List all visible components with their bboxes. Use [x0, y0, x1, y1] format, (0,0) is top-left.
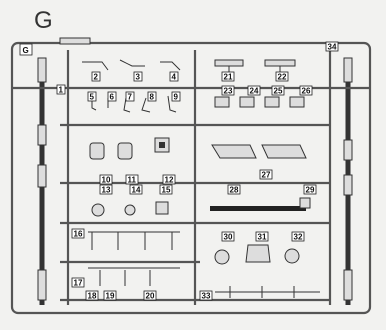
part-number-12: 12	[165, 176, 174, 185]
part-number-29: 29	[306, 186, 315, 195]
part-number-3: 3	[136, 73, 141, 82]
part-label-box	[133, 71, 143, 82]
parts-2-4	[82, 59, 181, 71]
part-label-box	[125, 91, 135, 102]
part-label-box	[56, 84, 66, 95]
part-number-30: 30	[224, 233, 233, 242]
part-label-box	[227, 184, 241, 195]
outer-frame	[10, 41, 372, 315]
part-label-box	[87, 91, 97, 102]
part-number-6: 6	[110, 93, 115, 102]
part-number-10: 10	[102, 176, 111, 185]
part-label-box	[275, 71, 289, 82]
parts-23-26	[214, 96, 305, 108]
part-label-box	[291, 231, 305, 242]
part-label-box	[271, 85, 285, 96]
part-label-box	[99, 184, 113, 195]
part-number-13: 13	[102, 186, 111, 195]
part-number-28: 28	[230, 186, 239, 195]
part-label-box	[71, 228, 85, 239]
part-label-box	[91, 71, 101, 82]
part-number-34: 34	[328, 43, 337, 52]
part-number-16: 16	[74, 230, 83, 239]
part-number-25: 25	[274, 87, 283, 96]
part-number-21: 21	[224, 73, 233, 82]
inner-runners	[12, 50, 370, 305]
part-label-box	[103, 290, 117, 301]
right-long-part	[343, 57, 353, 305]
part-label-box	[255, 231, 269, 242]
part-number-23: 23	[224, 87, 233, 96]
part-label-box	[85, 290, 99, 301]
part-label-box	[125, 174, 139, 185]
part-label-box	[325, 41, 339, 52]
part-label-box	[147, 91, 157, 102]
part-label-box	[129, 184, 143, 195]
part-label-box	[71, 277, 85, 288]
part-number-33: 33	[202, 292, 211, 301]
part-label-box	[162, 174, 176, 185]
frame-top-lug	[59, 37, 91, 45]
frame-tag-box	[19, 43, 33, 56]
part-number-14: 14	[132, 186, 141, 195]
part-label-box	[143, 290, 157, 301]
part-number-4: 4	[172, 73, 177, 82]
part-label-box	[303, 184, 317, 195]
part-number-2: 2	[94, 73, 99, 82]
part-33	[215, 286, 320, 298]
part-label-box	[99, 174, 113, 185]
part-number-7: 7	[128, 93, 133, 102]
part-number-32: 32	[294, 233, 303, 242]
part-number-5: 5	[90, 93, 95, 102]
part-label-box	[159, 184, 173, 195]
part-label-box	[221, 71, 235, 82]
part-number-24: 24	[250, 87, 259, 96]
part-16	[88, 231, 180, 250]
part-number-18: 18	[88, 292, 97, 301]
part-number-19: 19	[106, 292, 115, 301]
part-number-17: 17	[74, 279, 83, 288]
part-label-box	[259, 169, 273, 180]
part-label-box	[199, 290, 213, 301]
part-number-9: 9	[174, 93, 179, 102]
part-label-box	[221, 85, 235, 96]
part-label-box	[107, 91, 117, 102]
parts-13-15	[91, 201, 169, 217]
parts-17-20	[88, 267, 180, 286]
parts-10-12	[89, 137, 170, 160]
sheet-letter: G	[34, 7, 53, 34]
part-number-11: 11	[128, 176, 137, 185]
part-number-31: 31	[258, 233, 267, 242]
part-label-box	[221, 231, 235, 242]
left-long-part	[37, 57, 47, 305]
parts-30-32	[214, 244, 300, 265]
part-number-27: 27	[262, 171, 271, 180]
part-number-15: 15	[162, 186, 171, 195]
parts-28-29	[210, 197, 311, 211]
frame-tag: G	[23, 46, 29, 55]
part-number-8: 8	[150, 93, 155, 102]
part-label-box	[169, 71, 179, 82]
part-27	[211, 144, 307, 159]
part-label-box	[299, 85, 313, 96]
part-label-box	[247, 85, 261, 96]
part-number-26: 26	[302, 87, 311, 96]
part-number-20: 20	[146, 292, 155, 301]
part-number-1: 1	[59, 86, 64, 95]
part-number-22: 22	[278, 73, 287, 82]
part-label-box	[171, 91, 181, 102]
